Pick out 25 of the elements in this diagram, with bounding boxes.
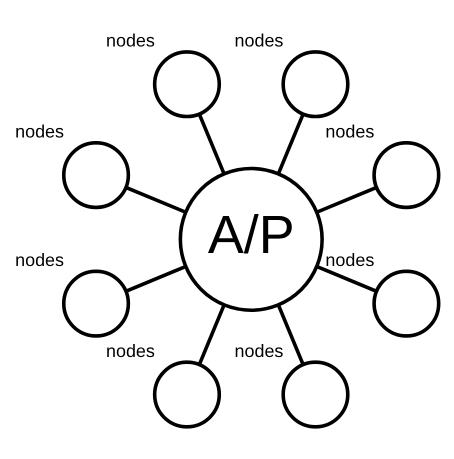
node-circle	[152, 50, 222, 118]
connector	[276, 304, 305, 365]
node-label: nodes	[325, 121, 374, 142]
node-circle	[62, 141, 130, 210]
node-label: nodes	[325, 250, 374, 270]
node-label: nodes	[15, 250, 64, 270]
connector	[198, 114, 226, 174]
node-label: nodes	[106, 30, 155, 51]
connector	[276, 114, 305, 174]
node-circle	[152, 360, 222, 429]
node-circle	[281, 50, 350, 118]
node-circle	[281, 360, 350, 429]
node-circle	[372, 270, 440, 338]
connector	[126, 264, 186, 293]
node-label: nodes	[106, 340, 155, 361]
node-circle: A/P	[178, 166, 324, 312]
connector	[316, 264, 377, 293]
node-label: nodes	[234, 30, 284, 51]
connector	[316, 186, 377, 214]
connector	[198, 304, 226, 365]
connector	[126, 186, 186, 214]
node-label: nodes	[15, 121, 64, 142]
node-label: nodes	[234, 340, 284, 361]
node-circle	[62, 270, 130, 338]
node-circle	[372, 141, 440, 210]
